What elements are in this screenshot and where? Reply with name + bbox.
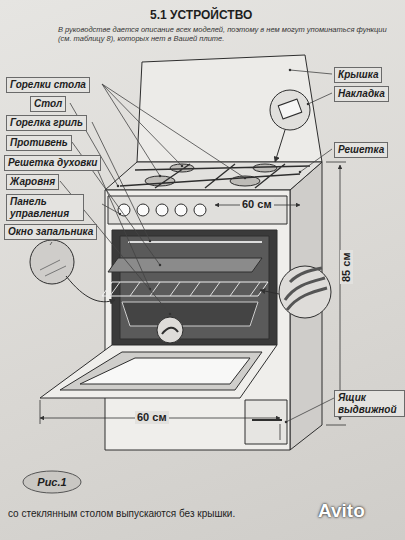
section-title: 5.1 УСТРОЙСТВО [150, 8, 252, 22]
watermark: Avito [318, 500, 365, 522]
part-label: Противень [6, 135, 72, 151]
part-label: Крышка [334, 67, 382, 83]
footnote: со стеклянным столом выпускаются без кры… [8, 508, 235, 520]
dimension: 60 см [240, 198, 274, 211]
lid [137, 55, 322, 162]
part-label: Горелка гриль [6, 115, 87, 131]
part-label: Накладка [334, 86, 389, 102]
part-label: Жаровня [6, 174, 59, 190]
part-label: Горелки стола [6, 77, 90, 93]
part-label: Стол [30, 96, 66, 112]
part-label: Окно запальника [4, 224, 97, 240]
part-label: Решетка [334, 142, 388, 158]
part-label: Ящик выдвижной [334, 390, 405, 417]
part-label: Панель управления [6, 194, 84, 221]
part-label: Решетка духовки [4, 155, 101, 171]
figure-badge: Рис.1 [22, 470, 82, 494]
figure-number: Рис.1 [37, 476, 66, 488]
intro-note: В руководстве дается описание всех модел… [58, 26, 393, 43]
dimension: 60 см [135, 411, 169, 424]
dimension: 85 см [340, 250, 353, 284]
